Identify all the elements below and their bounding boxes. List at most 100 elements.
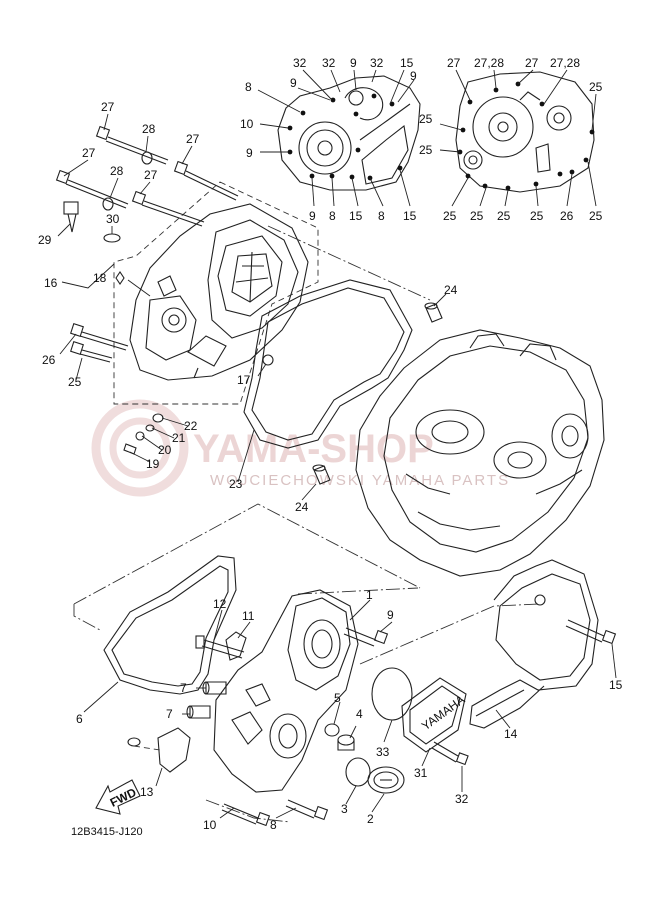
label-22: 22 [184,419,198,433]
label-13: 13 [140,785,154,799]
gasket-23 [243,279,413,449]
label-4: 4 [356,707,363,721]
label-23: 23 [229,477,243,491]
dowel-7b [186,705,211,719]
label-11: 11 [242,609,255,623]
label-27: 27 [447,56,461,70]
label-9: 9 [309,209,316,223]
label-27: 27 [144,168,158,182]
label-31: 31 [414,766,428,780]
label-27-28: 27,28 [550,56,580,70]
inner-cover-view-right [455,71,595,193]
bolt-12 [195,635,245,659]
label-19: 19 [146,457,160,471]
bolt-27-left [55,169,129,209]
cover-1 [213,589,359,793]
label-20: 20 [158,443,172,457]
label-24: 24 [295,500,309,514]
crankcase [355,329,605,577]
label-9: 9 [387,608,394,622]
label-29: 29 [38,233,52,247]
label-14: 14 [504,727,518,741]
assembly-chain-lines [73,225,541,823]
label-32: 32 [370,56,384,70]
label-15: 15 [400,56,414,70]
label-16: 16 [44,276,58,290]
label-28: 28 [142,122,156,136]
label-32: 32 [293,56,307,70]
label-6: 6 [76,712,83,726]
middle-leaders [57,113,447,501]
label-5: 5 [334,691,341,705]
label-24: 24 [444,283,458,297]
label-7: 7 [180,681,187,695]
plug-2 [367,766,405,794]
bracket-13 [127,727,191,773]
label-9: 9 [290,76,297,90]
bolt-9-lower [343,627,389,647]
label-1: 1 [366,588,373,602]
label-25: 25 [443,209,457,223]
oring-5 [324,723,340,737]
bolt-26 [70,323,129,351]
label-27: 27 [186,132,200,146]
oring-33 [371,667,413,721]
washer-28b [102,197,114,211]
bolt-32-lower [431,741,469,766]
label-10: 10 [240,117,254,131]
label-25: 25 [530,209,544,223]
label-15: 15 [403,209,417,223]
bolt-25 [70,341,113,363]
watermark-subtitle: WOJCIECHOWSKI YAMAHA PARTS [210,472,510,489]
inner-cover-view-left [277,75,421,191]
label-10: 10 [203,818,217,832]
label-15: 15 [609,678,623,692]
label-12: 12 [213,597,227,611]
label-7: 7 [166,707,173,721]
forward-arrow-icon: FWD [95,779,141,815]
label-27-28: 27,28 [474,56,504,70]
cover-brand-text: YAMAHA [419,693,468,734]
label-15: 15 [349,209,363,223]
label-8: 8 [329,209,336,223]
watermark: YAMA-SHOP WOJCIECHOWSKI YAMAHA PARTS [91,399,510,497]
label-25: 25 [68,375,82,389]
dowel-24-top [424,302,443,323]
label-33: 33 [376,745,390,759]
bolt-27-top [95,125,169,165]
label-27: 27 [525,56,539,70]
label-25: 25 [419,143,433,157]
sprocket-cover-14 [469,559,599,729]
label-8: 8 [245,80,252,94]
label-3: 3 [341,802,348,816]
label-25: 25 [497,209,511,223]
label-28: 28 [110,164,124,178]
left-crankcase-cover [113,181,319,405]
oring-3 [345,757,371,787]
label-8: 8 [270,818,277,832]
dowel-24-bottom [312,464,331,485]
label-27: 27 [101,100,115,114]
bolt-15-lower [565,619,617,645]
lower-small-parts: YAMAHA [127,627,469,827]
label-8: 8 [378,209,385,223]
label-26: 26 [560,209,574,223]
label-9: 9 [350,56,357,70]
watermark-title: YAMA-SHOP [193,427,434,471]
label-25: 25 [419,112,433,126]
label-32: 32 [455,792,469,806]
label-9: 9 [246,146,253,160]
label-18: 18 [93,271,107,285]
label-17: 17 [237,373,251,387]
lower-leaders [83,599,617,819]
bolt-8-lower [285,799,329,821]
bolt-10-lower [221,803,271,827]
label-9: 9 [410,69,417,83]
label-2: 2 [367,812,374,826]
bolt-27-mid [131,190,205,227]
label-30: 30 [106,212,120,226]
oring-30 [103,233,121,243]
part-labels: 32 32 9 32 15 9 9 8 10 9 9 8 15 8 15 27 … [38,56,623,832]
washer-28a [141,151,153,165]
